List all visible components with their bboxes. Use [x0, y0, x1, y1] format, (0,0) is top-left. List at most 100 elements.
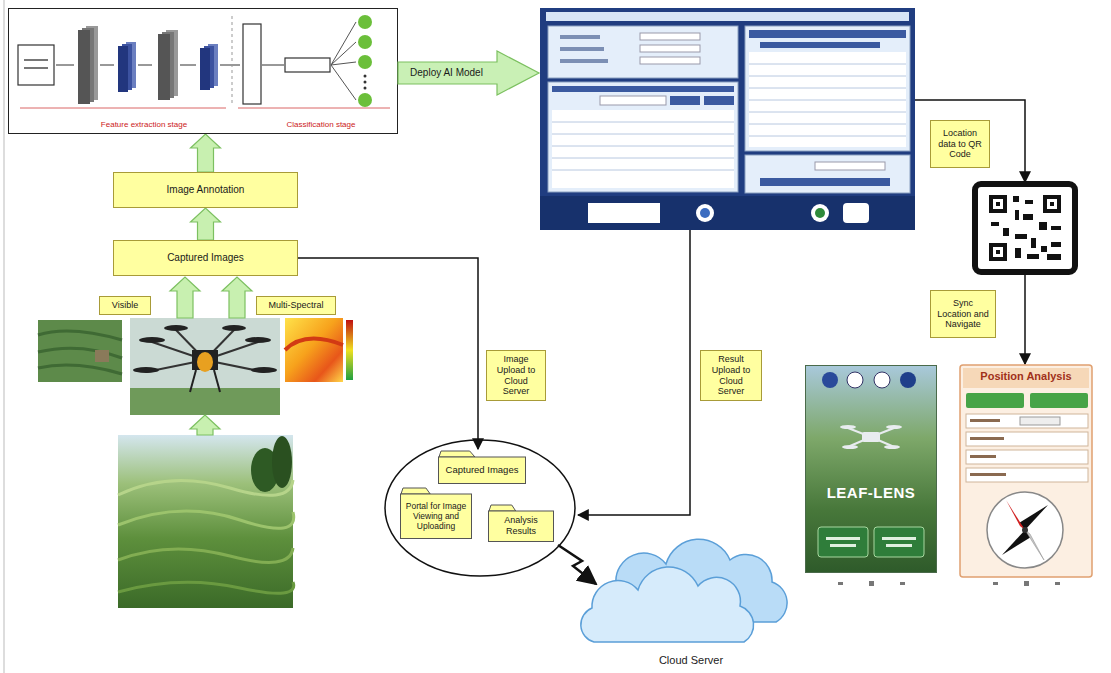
cnn-illustration-part — [364, 87, 367, 90]
qr-code-part — [1013, 196, 1019, 202]
node-label: Captured Images — [446, 464, 519, 475]
cnn-illustration-part — [331, 62, 356, 65]
leaf-lens-phone-screen-part — [884, 445, 900, 449]
qr-code-part — [996, 250, 1000, 254]
qr-code-part — [1051, 226, 1061, 230]
visible-image-part — [95, 350, 109, 362]
result-upload-line-part — [578, 230, 690, 515]
position-analysis-phone-screen-part — [1019, 505, 1048, 530]
position-analysis-phone-screen-part — [1002, 530, 1031, 555]
position-analysis-phone-screen-part — [1030, 393, 1088, 408]
software-screen-part — [552, 86, 734, 92]
cnn-illustration-part — [18, 45, 54, 85]
software-screen-part — [815, 208, 825, 218]
leaf-lens-phone-screen-part — [850, 437, 871, 446]
position-analysis-phone-screen-part — [970, 473, 1006, 476]
tea-plantation-photo-part — [118, 435, 293, 608]
process-box: Image Upload to Cloud Server — [486, 350, 546, 401]
cnn-illustration-part — [358, 35, 372, 49]
software-screen-part — [552, 110, 734, 188]
cnn-illustration-part — [118, 46, 128, 92]
leaf-lens-phone-screen-part — [871, 428, 894, 437]
cnn-illustration-part — [232, 16, 233, 104]
cloud-storage-circle-part — [385, 440, 575, 576]
position-analysis-phone-screen-part — [1024, 581, 1029, 586]
node-outline — [580, 530, 802, 670]
leaf-lens-phone-screen-part — [847, 372, 863, 388]
software-screen-part — [843, 203, 869, 223]
multispectral-image-part — [285, 339, 343, 350]
process-box: Image Annotation — [113, 172, 298, 208]
drone-photo-part — [222, 325, 246, 331]
leaf-lens-phone-screen-part — [869, 581, 874, 586]
lightning-link-part — [558, 545, 596, 584]
software-screen-part — [552, 146, 734, 147]
software-screen-part — [749, 52, 906, 147]
position-analysis-phone-screen-part — [966, 450, 1088, 464]
phone-screen: Position Analysis — [960, 365, 1092, 577]
software-screen-part — [749, 136, 906, 137]
software-screen-part — [600, 96, 666, 105]
software-screen-part — [745, 26, 910, 151]
node-label: Image Upload to Cloud Server — [491, 354, 541, 397]
qr-code-part — [1041, 246, 1047, 252]
leaf-lens-phone-screen-part — [882, 537, 916, 540]
cnn-illustration-part — [220, 65, 240, 66]
leaf-lens-phone-screen — [805, 365, 937, 586]
qr-code-part — [989, 243, 1007, 261]
cnn-illustration-part — [243, 24, 261, 104]
process-box: Multi-Spectral — [256, 296, 336, 315]
software-screen-part — [749, 100, 906, 101]
flow-arrow — [191, 134, 221, 172]
leaf-lens-phone-screen-part — [838, 582, 843, 585]
visible-image-part — [38, 331, 122, 374]
cnn-illustration-part — [358, 55, 372, 69]
qr-code-part — [1003, 228, 1009, 236]
leaf-lens-phone-screen-part — [900, 582, 905, 585]
node-label: LEAF-LENS — [827, 484, 916, 502]
cnn-illustration-part — [180, 65, 196, 66]
software-screen — [540, 8, 915, 230]
node-label: Analysis Results — [492, 515, 550, 537]
page-edge-line — [4, 0, 5, 673]
qr-code-part — [1015, 248, 1021, 258]
cloud-shape — [581, 567, 754, 642]
node-label: Classification stage — [251, 120, 391, 130]
position-analysis-phone-screen-part — [993, 582, 998, 585]
software-screen-part — [696, 204, 714, 222]
drone-photo-part — [197, 352, 213, 372]
tea-plantation-photo-part — [118, 548, 293, 562]
qr-code-part — [1043, 195, 1061, 213]
cnn-illustration-part — [364, 75, 367, 78]
leaf-lens-phone-screen-part — [830, 544, 856, 547]
cnn-illustration-part — [56, 65, 74, 66]
qr-code-part — [1015, 234, 1027, 239]
cnn-illustration-part — [262, 65, 284, 66]
qr-code-part — [991, 222, 999, 226]
software-screen-part — [704, 96, 734, 105]
visible-image — [38, 320, 122, 382]
leaf-lens-phone-screen-part — [900, 372, 916, 388]
deploy-arrow: Deploy AI Model — [397, 50, 540, 96]
software-screen-part — [640, 33, 700, 40]
page-edge-line-part — [4, 0, 5, 673]
software-screen-part — [749, 30, 906, 38]
software-screen-part — [560, 47, 604, 51]
qr-code-part — [993, 199, 1003, 209]
cnn-illustration-part — [100, 65, 114, 66]
visible-image-part — [38, 320, 122, 382]
position-analysis-phone-screen-part — [970, 419, 1000, 422]
node-label: Feature extraction stage — [49, 120, 239, 130]
cnn-illustration-part — [331, 22, 356, 65]
node-label: Visible — [112, 300, 138, 311]
software-screen-part — [749, 124, 906, 125]
qr-code-part — [1047, 199, 1057, 209]
multispectral-image-part — [285, 318, 343, 382]
folder-box: Portal for Image Viewing and Uploading — [400, 487, 472, 539]
process-box: Visible — [99, 296, 151, 315]
drone-photo — [130, 318, 280, 415]
position-analysis-phone-screen-part — [963, 368, 1089, 388]
software-screen-part — [640, 57, 700, 64]
leaf-lens-phone-screen-part — [840, 425, 856, 429]
